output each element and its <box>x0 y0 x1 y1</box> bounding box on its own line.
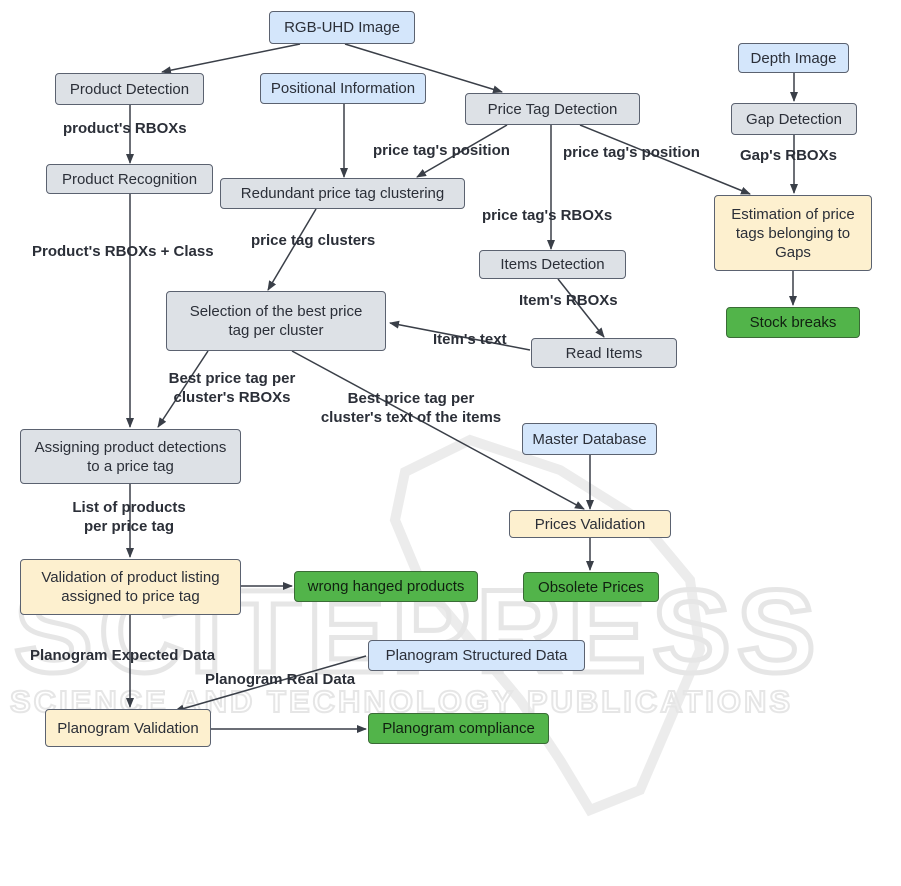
label-items-rboxs: Item's RBOXs <box>519 292 618 309</box>
label-price-tags-position-2: price tag's position <box>563 144 700 161</box>
edge-items-detection-to-read-items <box>557 278 605 338</box>
edge-read-items-to-selection <box>389 320 531 351</box>
node-assigning-products: Assigning product detections to a price … <box>20 429 241 484</box>
node-estimation-gaps: Estimation of price tags belonging to Ga… <box>714 195 872 271</box>
node-product-detection: Product Detection <box>55 73 204 105</box>
label-gaps-rboxs: Gap's RBOXs <box>740 147 837 164</box>
label-price-tag-clusters: price tag clusters <box>251 232 376 249</box>
label-planogram-real: Planogram Real Data <box>205 671 356 688</box>
label-planogram-expected: Planogram Expected Data <box>30 647 216 664</box>
node-planogram-compliance: Planogram compliance <box>368 713 549 744</box>
edge-rgb-to-price-tag-detection <box>344 43 503 94</box>
node-read-items: Read Items <box>531 338 677 368</box>
node-gap-detection: Gap Detection <box>731 103 857 135</box>
label-price-tags-position-1: price tag's position <box>373 142 510 159</box>
node-master-database: Master Database <box>522 423 657 455</box>
node-planogram-structured: Planogram Structured Data <box>368 640 585 671</box>
label-products-rboxs: product's RBOXs <box>63 120 187 137</box>
node-stock-breaks: Stock breaks <box>726 307 860 338</box>
node-validation-listing: Validation of product listing assigned t… <box>20 559 241 615</box>
node-prices-validation: Prices Validation <box>509 510 671 538</box>
node-product-recognition: Product Recognition <box>46 164 213 194</box>
node-rgb-uhd-image: RGB-UHD Image <box>269 11 415 44</box>
node-positional-information: Positional Information <box>260 73 426 104</box>
edge-selection-to-assigning <box>157 350 209 428</box>
node-selection-best: Selection of the best price tag per clus… <box>166 291 386 351</box>
node-price-tag-detection: Price Tag Detection <box>465 93 640 125</box>
edge-clustering-to-selection <box>267 208 317 291</box>
node-obsolete-prices: Obsolete Prices <box>523 572 659 602</box>
label-best-tag-text: Best price tag per cluster's text of the… <box>320 390 502 426</box>
edge-price-tag-to-clustering <box>416 124 508 178</box>
node-items-detection: Items Detection <box>479 250 626 279</box>
label-products-rboxs-class: Product's RBOXs + Class <box>32 243 214 260</box>
label-best-tag-rboxs: Best price tag per cluster's RBOXs <box>168 370 296 406</box>
node-planogram-validation: Planogram Validation <box>45 709 211 747</box>
node-wrong-hanged: wrong hanged products <box>294 571 478 602</box>
label-list-products: List of products per price tag <box>72 499 186 535</box>
edge-price-tag-to-estimation <box>579 124 751 195</box>
label-price-tags-rboxs: price tag's RBOXs <box>482 207 613 224</box>
edge-structured-to-planogram-validation <box>174 655 367 713</box>
label-items-text: Item's text <box>433 331 507 348</box>
edge-rgb-to-product-detection <box>161 43 301 75</box>
node-redundant-clustering: Redundant price tag clustering <box>220 178 465 209</box>
edge-selection-to-prices-validation <box>291 350 585 510</box>
node-depth-image: Depth Image <box>738 43 849 73</box>
